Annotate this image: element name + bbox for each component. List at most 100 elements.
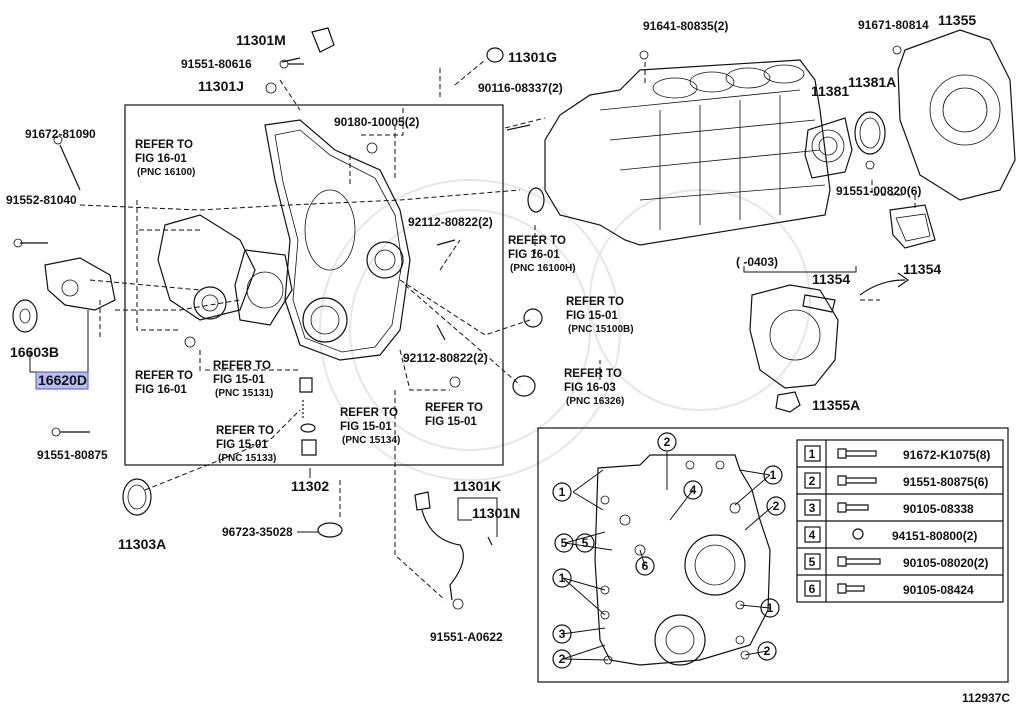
part-label: 11381A (848, 74, 896, 90)
refer-label: REFER TO FIG 15-01 (PNC 15134) (340, 407, 400, 446)
detail-inset-frame (537, 427, 1009, 683)
figure-id: 112937C (962, 691, 1010, 705)
svg-text:REFER TO: REFER TO (213, 360, 271, 372)
part-label: 91551-80616 (181, 57, 252, 71)
callout-5: 5 (582, 536, 589, 550)
callout-numbers: 2 1 1 4 2 5 5 6 1 1 3 2 2 (559, 435, 780, 666)
part-label: 91551-A0622 (430, 630, 503, 644)
part-label: 92112-80822(2) (403, 351, 488, 365)
svg-text:(PNC 15134): (PNC 15134) (342, 435, 400, 446)
callout-4: 4 (690, 483, 697, 497)
callout-1: 1 (767, 601, 774, 615)
part-label: 11355A (812, 397, 860, 413)
refer-label: REFER TO FIG 15-01 (PNC 15131) (213, 360, 273, 399)
part-label: 11355 (938, 12, 976, 28)
part-label: 11301K (453, 478, 501, 494)
date-code: ( -0403) (736, 255, 778, 269)
inset-cover (561, 452, 774, 666)
highlight-box (35, 371, 89, 390)
legend-num: 4 (809, 528, 816, 542)
part-label: 96723-35028 (222, 525, 293, 539)
svg-text:(PNC 15131): (PNC 15131) (215, 388, 273, 399)
part-label: 91672-81090 (25, 127, 96, 141)
callout-circles (552, 432, 786, 669)
svg-text:REFER TO: REFER TO (135, 139, 193, 151)
o-rings (317, 47, 545, 538)
callout-2: 2 (559, 652, 566, 666)
watermark (319, 179, 811, 481)
tensioner-bracket (12, 257, 116, 333)
legend-num: 5 (809, 555, 816, 569)
part-label: 11301M (236, 32, 286, 48)
refer-label: REFER TO FIG 16-01 (PNC 16100H) (508, 235, 576, 274)
timing-cover-frame (124, 104, 504, 466)
svg-text:(PNC 16100H): (PNC 16100H) (510, 263, 576, 274)
svg-text:FIG 15-01: FIG 15-01 (425, 416, 477, 428)
end-plate (897, 29, 1016, 201)
bolt-icons (837, 448, 881, 594)
part-label: 91551-80875 (37, 448, 108, 462)
fastener-legend: 1 2 3 4 5 6 91672-K1075(8) 91551-80875(6… (796, 439, 1004, 603)
part-label: 11301J (198, 78, 244, 94)
svg-text:FIG 16-01: FIG 16-01 (135, 153, 187, 165)
svg-text:FIG 16-01: FIG 16-01 (508, 249, 560, 261)
bolts (13, 45, 902, 610)
legend-part: 91672-K1075(8) (903, 448, 990, 462)
part-label: 11301G (508, 49, 557, 65)
part-label: 90180-10005(2) (334, 115, 419, 129)
svg-text:FIG 16-03: FIG 16-03 (564, 382, 616, 394)
callout-5: 5 (561, 536, 568, 550)
legend-num: 1 (809, 447, 816, 461)
legend-part: 94151-80800(2) (892, 529, 977, 543)
legend-part: 90105-08424 (903, 583, 974, 597)
part-label: 11302 (291, 478, 329, 494)
engine-block (544, 59, 831, 246)
leader-lines (29, 59, 916, 601)
part-label: 11381 (811, 83, 849, 99)
part-label: 91671-80814 (858, 18, 929, 32)
svg-text:(PNC 16100): (PNC 16100) (137, 167, 195, 178)
part-label: 90116-08337(2) (478, 81, 563, 95)
svg-text:REFER TO: REFER TO (508, 235, 566, 247)
part-label-highlighted: 16620D (38, 372, 87, 388)
svg-text:REFER TO: REFER TO (564, 368, 622, 380)
svg-text:REFER TO: REFER TO (135, 370, 193, 382)
svg-text:FIG 16-01: FIG 16-01 (135, 384, 187, 396)
callout-6: 6 (642, 559, 649, 573)
callout-1: 1 (770, 468, 777, 482)
crank-oil-seal (122, 478, 152, 516)
crank-sensor-harness (414, 491, 493, 601)
legend-num: 6 (809, 582, 816, 596)
part-label: 11303A (118, 536, 166, 552)
callout-1: 1 (559, 571, 566, 585)
svg-text:REFER TO: REFER TO (566, 296, 624, 308)
seal-retainer (804, 117, 853, 179)
svg-text:FIG 15-01: FIG 15-01 (566, 310, 618, 322)
legend-num: 2 (809, 474, 816, 488)
svg-text:REFER TO: REFER TO (340, 407, 398, 419)
cam-sensor (281, 27, 335, 63)
legend-part: 90105-08338 (903, 502, 974, 516)
hole-cover (889, 204, 936, 249)
part-label: 91641-80835(2) (643, 19, 728, 33)
svg-text:FIG 15-01: FIG 15-01 (340, 421, 392, 433)
part-label: 11301N (472, 505, 520, 521)
refer-label: REFER TO FIG 15-01 (PNC 15133) (216, 425, 276, 464)
svg-text:(PNC 15133): (PNC 15133) (218, 453, 276, 464)
legend-part: 90105-08020(2) (903, 556, 988, 570)
refer-label: REFER TO FIG 16-03 (PNC 16326) (564, 368, 624, 407)
callout-3: 3 (559, 627, 566, 641)
refer-label: REFER TO FIG 16-01 (PNC 16100) (135, 139, 195, 178)
svg-text:FIG 15-01: FIG 15-01 (216, 439, 268, 451)
timing-cover (264, 119, 411, 361)
refer-label: REFER TO FIG 16-01 (135, 370, 193, 396)
refer-label: REFER TO FIG 15-01 (PNC 15100B) (566, 296, 634, 335)
callout-2: 2 (764, 644, 771, 658)
part-labels: 11301M 91551-80616 11301J 11301G 91641-8… (6, 12, 1010, 705)
legend-part: 91551-80875(6) (903, 475, 988, 489)
svg-text:FIG 15-01: FIG 15-01 (213, 374, 265, 386)
lower-end-plate (749, 284, 839, 413)
refer-label: REFER TO FIG 15-01 (425, 402, 483, 428)
legend-num: 3 (809, 501, 816, 515)
